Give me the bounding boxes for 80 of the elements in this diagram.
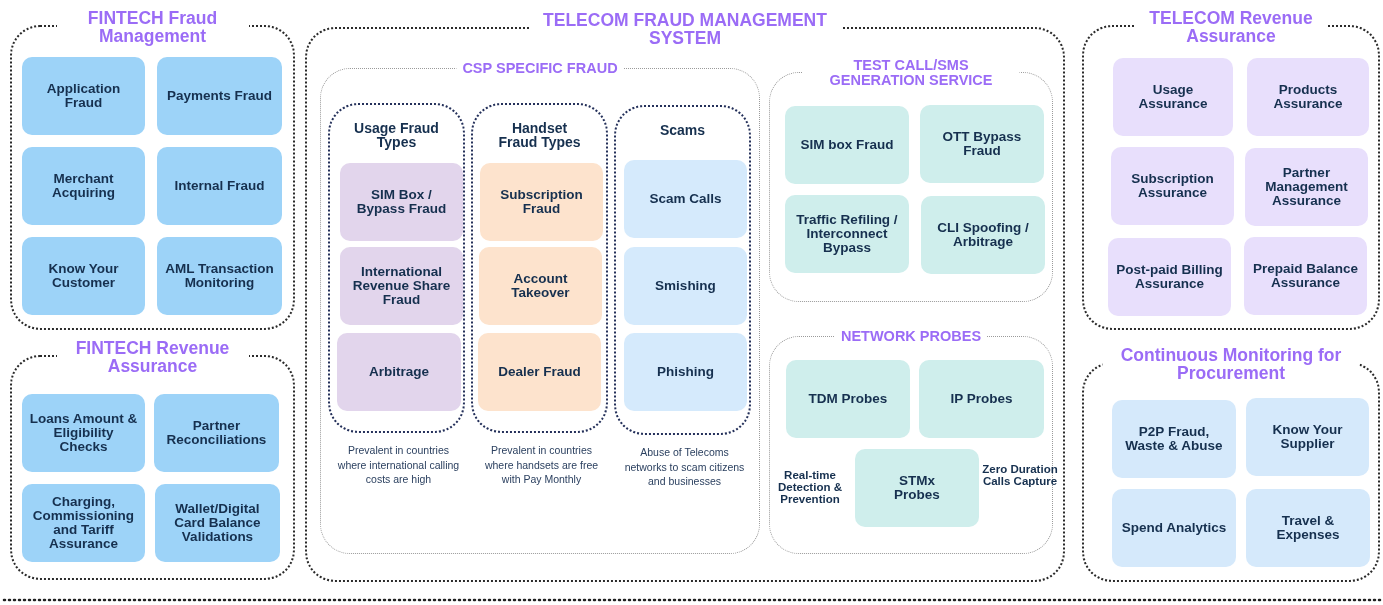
box-label: Smishing <box>655 279 716 293</box>
category-box <box>1112 400 1236 478</box>
box-label: Wallet/Digital Card Balance Validations <box>173 502 262 544</box>
panel-heading: Handset Fraud Types <box>497 121 582 150</box>
category-box <box>624 333 747 411</box>
box-label: IP Probes <box>950 392 1013 406</box>
category-box <box>155 484 280 562</box>
category-box <box>1244 237 1367 315</box>
box-label: Partner Reconciliations <box>165 419 268 447</box>
category-box <box>1112 489 1236 567</box>
category-box <box>1246 489 1370 567</box>
box-label: SIM box Fraud <box>800 138 894 152</box>
box-label: P2P Fraud, Waste & Abuse <box>1124 425 1224 453</box>
category-box <box>1108 238 1231 316</box>
box-label: Subscription Assurance <box>1130 172 1215 200</box>
box-label: Usage Assurance <box>1137 83 1209 111</box>
box-label: Subscription Fraud <box>499 188 584 216</box>
category-box <box>480 163 603 241</box>
category-box <box>340 247 463 325</box>
category-box <box>154 394 279 472</box>
category-box <box>1246 398 1369 476</box>
box-label: Post-paid Billing Assurance <box>1115 263 1224 291</box>
box-label: Partner Management Assurance <box>1264 166 1349 208</box>
box-label: Travel & Expenses <box>1275 514 1341 542</box>
box-label: Arbitrage <box>369 365 429 379</box>
box-label: International Revenue Share Fraud <box>351 265 452 307</box>
category-box <box>479 247 602 325</box>
note-text: Prevalent in countries where international calling costs are high <box>336 443 461 488</box>
box-label: Know Your Customer <box>47 262 120 290</box>
category-box <box>624 160 747 238</box>
box-label: Charging, Commissioning and Tariff Assurance <box>31 495 136 551</box>
category-box <box>1247 58 1369 136</box>
category-box <box>1111 147 1234 225</box>
box-label: Spend Analytics <box>1121 521 1227 535</box>
box-label: AML Transaction Monitoring <box>164 262 275 290</box>
box-label: CLI Spoofing / Arbitrage <box>936 221 1030 249</box>
box-label: Products Assurance <box>1272 83 1344 111</box>
box-label: OTT Bypass Fraud <box>941 130 1023 158</box>
box-label: Loans Amount & Eligibility Checks <box>28 412 139 454</box>
category-box <box>22 394 145 472</box>
category-box <box>22 237 145 315</box>
group-heading: FINTECH Fraud Management <box>56 8 249 46</box>
box-label: Phishing <box>657 365 714 379</box>
box-label: Scam Calls <box>649 192 722 206</box>
category-box <box>22 147 145 225</box>
category-box <box>786 360 910 438</box>
category-box <box>337 333 461 411</box>
box-label: TDM Probes <box>808 392 888 406</box>
box-label: Know Your Supplier <box>1271 423 1344 451</box>
category-box <box>22 484 145 562</box>
category-box <box>920 105 1044 183</box>
box-label: Traffic Refiling / Interconnect Bypass <box>795 213 899 255</box>
category-box <box>340 163 463 241</box>
category-box <box>157 57 282 135</box>
category-box <box>785 195 909 273</box>
box-label: Account Takeover <box>510 272 571 300</box>
note-text: Prevalent in countries where handsets are free with Pay Monthly <box>483 443 600 488</box>
category-box <box>921 196 1045 274</box>
box-label: Merchant Acquiring <box>51 172 116 200</box>
category-box <box>157 147 282 225</box>
category-box <box>157 237 282 315</box>
panel-heading: Scams <box>658 123 707 138</box>
box-label: Dealer Fraud <box>498 365 581 379</box>
category-box <box>624 247 747 325</box>
category-box <box>1113 58 1233 136</box>
box-label: Prepaid Balance Assurance <box>1251 262 1359 290</box>
category-box <box>785 106 909 184</box>
category-box <box>1245 148 1368 226</box>
category-box <box>478 333 601 411</box>
note-text: Abuse of Telecoms networks to scam citizens and businesses <box>623 445 746 490</box>
category-box <box>919 360 1044 438</box>
category-box <box>22 57 145 135</box>
box-label: Internal Fraud <box>174 179 265 193</box>
box-label: Application Fraud <box>45 82 122 110</box>
note-text: Real-time Detection & Prevention <box>777 469 843 506</box>
panel-heading: Usage Fraud Types <box>353 121 440 150</box>
box-label: Payments Fraud <box>166 89 272 103</box>
box-label: SIM Box / Bypass Fraud <box>355 188 448 216</box>
note-text: Zero Duration Calls Capture <box>981 463 1059 488</box>
box-label: STMx Probes <box>893 474 941 502</box>
